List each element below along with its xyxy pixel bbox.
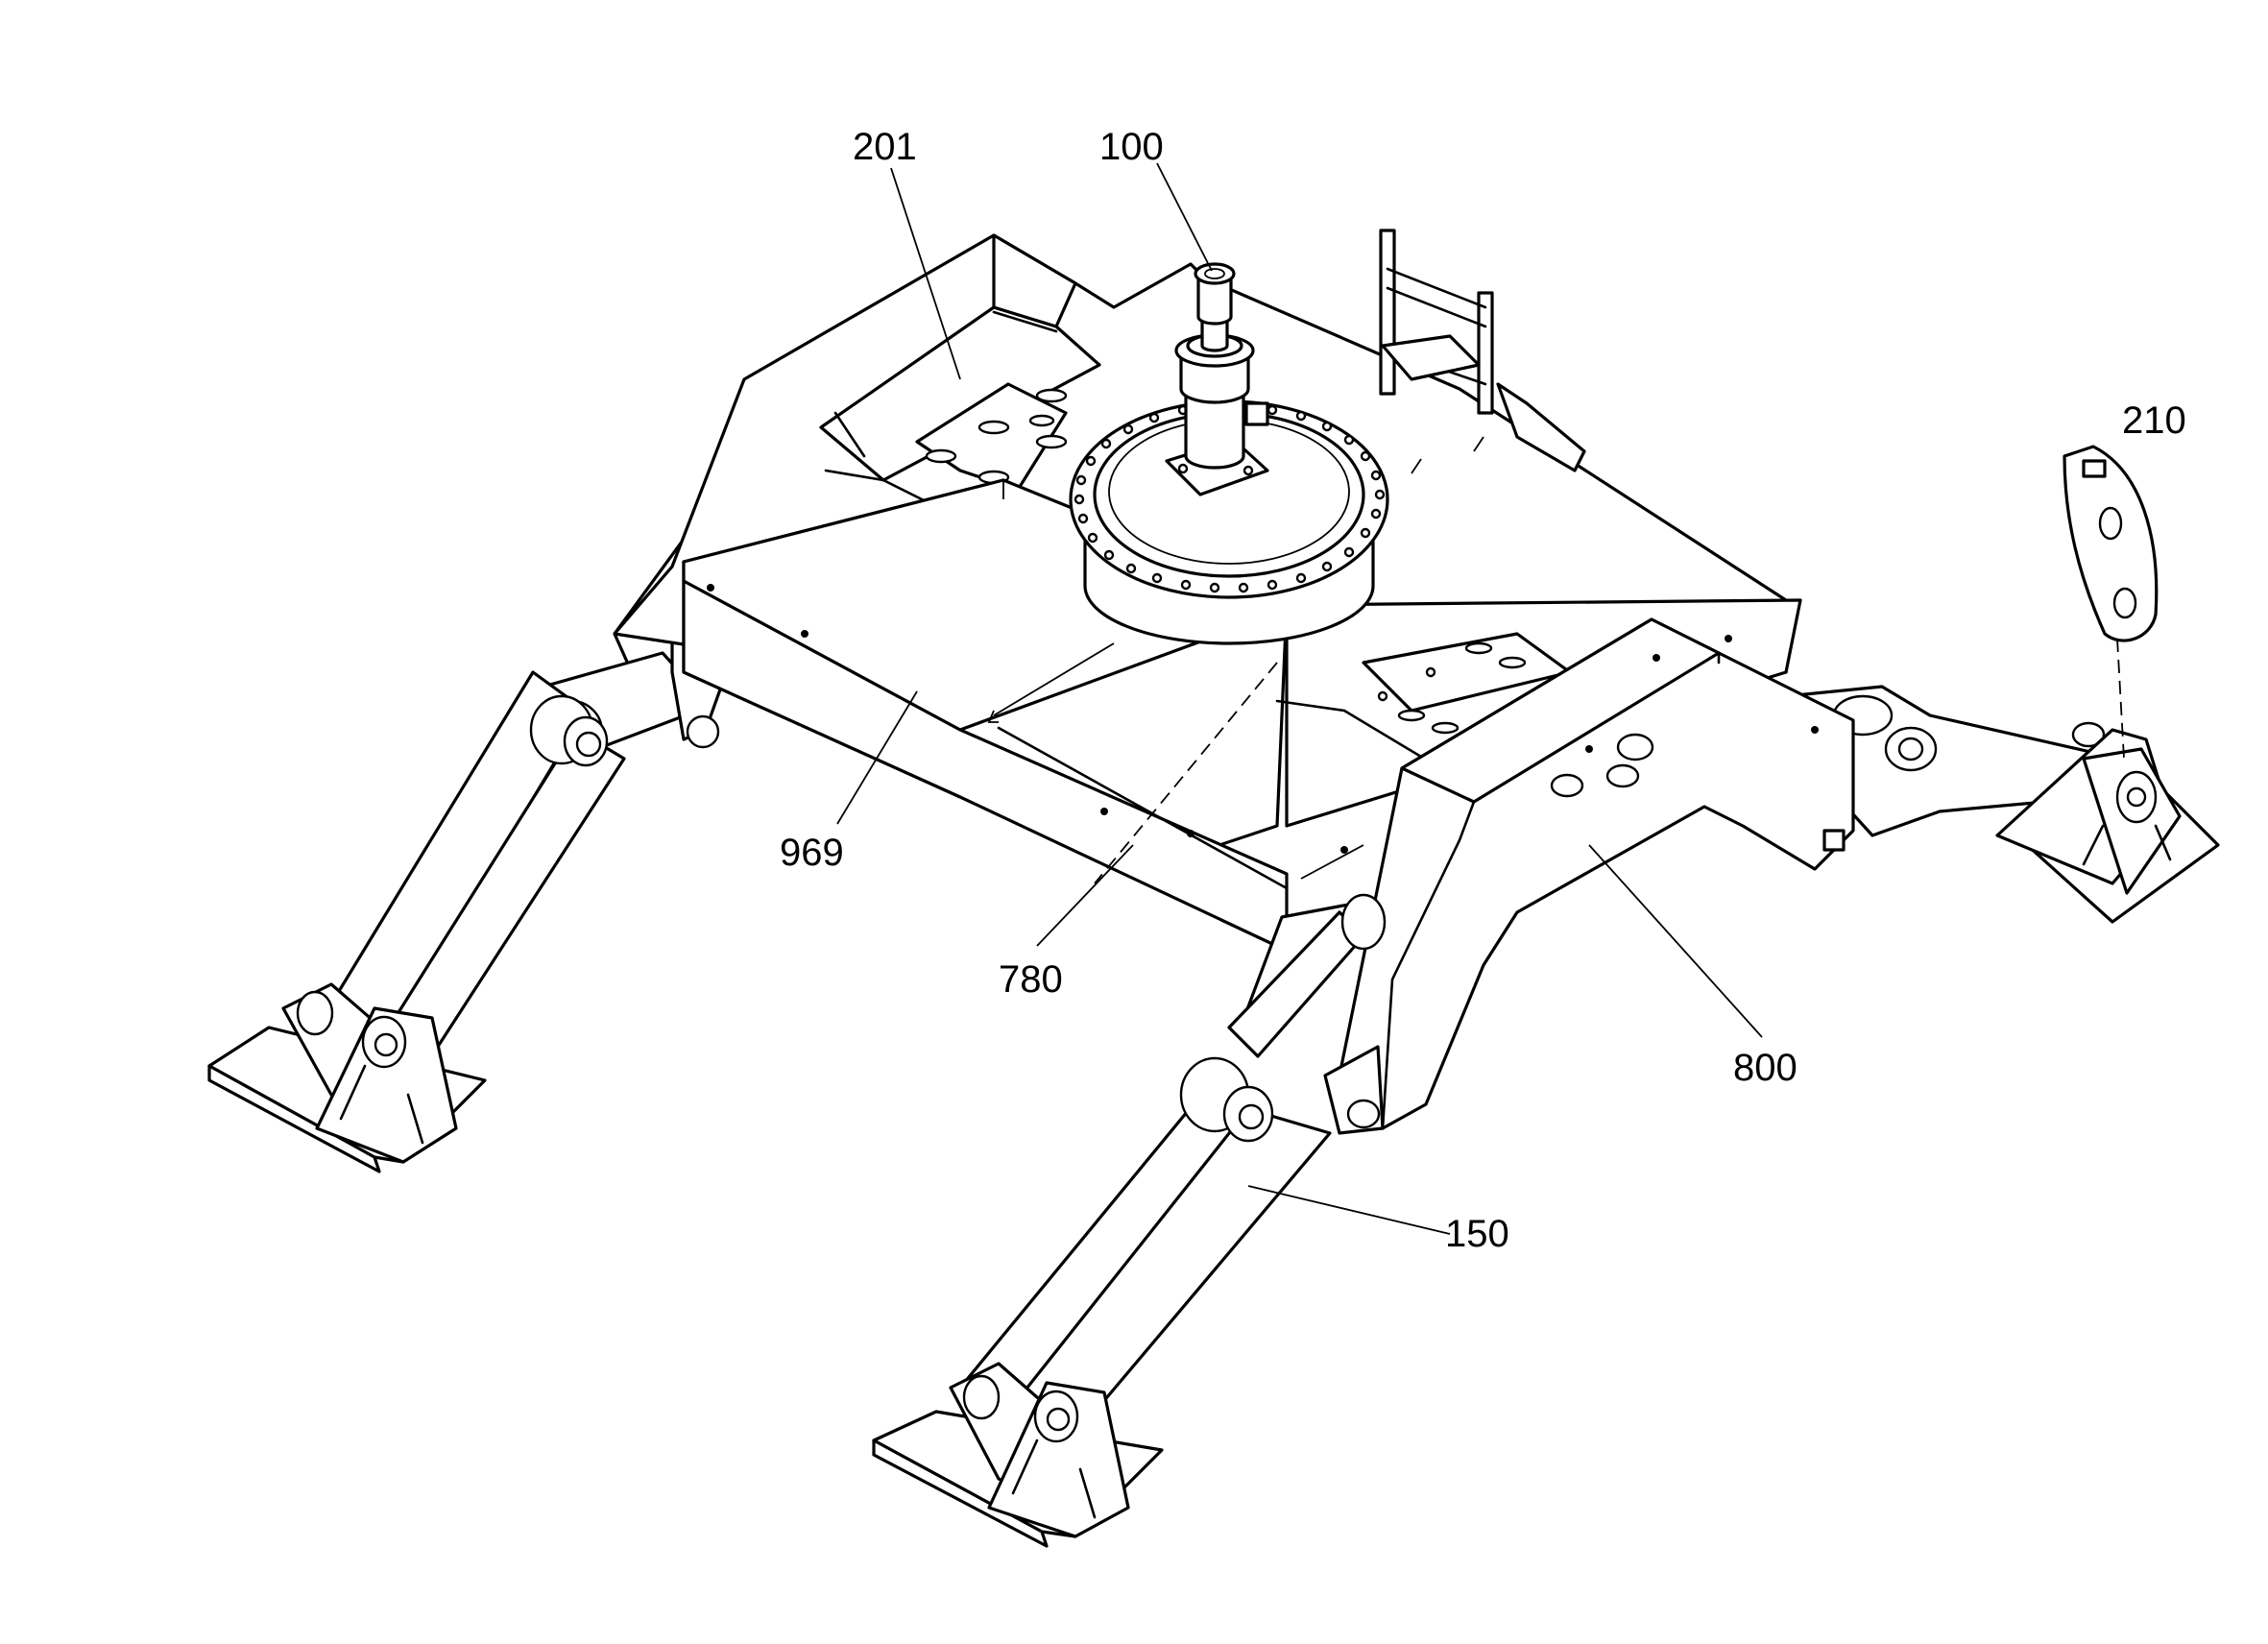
bearing-bolt-holes: [1074, 404, 1386, 593]
back-right-leg: [1784, 685, 2220, 924]
front-right-leg: [872, 893, 1387, 1548]
front-left-leg: [207, 670, 626, 1173]
ref-label-210: 210: [2122, 399, 2186, 442]
ref-label-201: 201: [853, 126, 917, 168]
ref-label-800: 800: [1733, 1047, 1798, 1089]
alignment-lines: [1094, 638, 2125, 884]
ref-label-969: 969: [780, 832, 844, 874]
central-swivel: [1165, 262, 1269, 496]
detached-link-plate: [2063, 445, 2159, 642]
ladder: [1379, 229, 1586, 472]
ref-label-100: 100: [1099, 126, 1164, 168]
ref-label-780: 780: [999, 958, 1063, 1001]
leader-lines: [836, 162, 1763, 1235]
ref-label-150: 150: [1445, 1213, 1509, 1255]
